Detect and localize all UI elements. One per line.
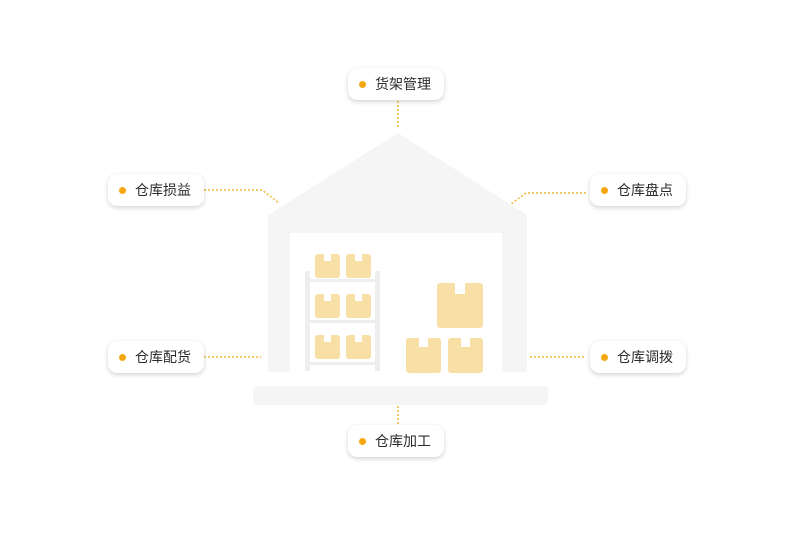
connector-right-top [510, 192, 586, 205]
box-floor-2 [448, 338, 483, 373]
connector-left-top [204, 189, 280, 204]
label-text: 仓库配货 [135, 350, 191, 366]
connectors [204, 101, 586, 424]
box-shelf-1 [315, 254, 340, 278]
shelf-board-1 [305, 279, 380, 282]
label-text: 货架管理 [375, 77, 431, 93]
dot-icon [359, 437, 366, 445]
label-shelf-management: 货架管理 [348, 68, 444, 100]
label-text: 仓库盘点 [617, 183, 673, 199]
box-floor-1 [406, 338, 441, 373]
box-shelf-6 [346, 335, 371, 359]
dot-icon [359, 80, 366, 88]
shelf-rack [305, 271, 380, 371]
label-warehouse-stocktaking: 仓库盘点 [590, 174, 686, 206]
dot-icon [119, 186, 126, 194]
shelf-board-2 [305, 320, 380, 323]
box-shelf-3 [315, 294, 340, 318]
box-shelf-4 [346, 294, 371, 318]
box-shelf-2 [346, 254, 371, 278]
label-warehouse-distribution: 仓库配货 [108, 341, 204, 373]
warehouse-base [253, 386, 548, 405]
warehouse-icon [253, 133, 548, 405]
warehouse-roof [268, 133, 527, 372]
label-warehouse-processing: 仓库加工 [348, 425, 444, 457]
label-warehouse-transfer: 仓库调拨 [590, 341, 686, 373]
label-warehouse-profit-loss: 仓库损益 [108, 174, 204, 206]
label-text: 仓库加工 [375, 434, 431, 450]
dot-icon [119, 353, 126, 361]
label-text: 仓库调拨 [617, 350, 673, 366]
shelf-board-3 [305, 362, 380, 365]
label-text: 仓库损益 [135, 183, 191, 199]
box-large [437, 283, 483, 328]
box-shelf-5 [315, 335, 340, 359]
dot-icon [601, 186, 608, 194]
dot-icon [601, 353, 608, 361]
package-box-icon [315, 254, 483, 373]
